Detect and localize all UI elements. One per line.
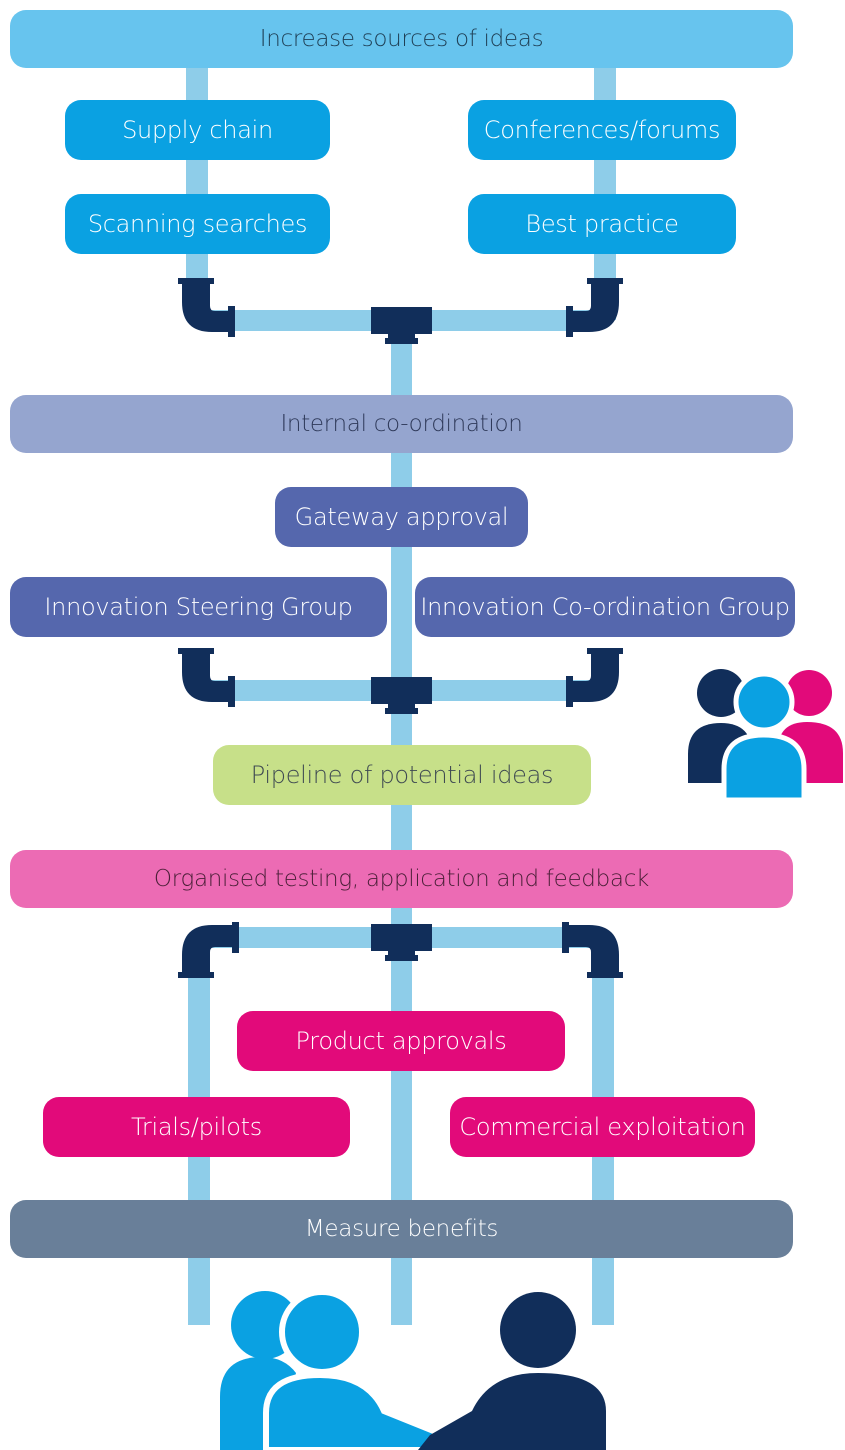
organised-testing-label: Organised testing, application and feedb…	[153, 866, 650, 892]
best-practice-label: Best practice	[525, 210, 679, 238]
tee-fitting	[371, 924, 432, 951]
elbow-fitting	[569, 650, 619, 702]
measure-benefits-bar: Measure benefits	[10, 1200, 793, 1258]
innovation-coordination-group-box: Innovation Co-ordination Group	[415, 577, 795, 637]
scanning-searches-label: Scanning searches	[87, 210, 308, 238]
measure-benefits-label: Measure benefits	[304, 1216, 499, 1242]
trials-pilots-box: Trials/pilots	[43, 1097, 350, 1157]
commercial-exploitation-label: Commercial exploitation	[459, 1113, 746, 1141]
scanning-searches-box: Scanning searches	[65, 194, 330, 254]
tee-fitting	[371, 307, 432, 334]
trials-pilots-label: Trials/pilots	[131, 1113, 262, 1141]
best-practice-box: Best practice	[468, 194, 736, 254]
elbow-fitting	[182, 650, 232, 702]
internal-coordination-label: Internal co-ordination	[280, 411, 523, 437]
pipeline-of-ideas-box: Pipeline of potential ideas	[213, 745, 591, 805]
sources-title-bar: Increase sources of ideas	[10, 10, 793, 68]
product-approvals-label: Product approvals	[295, 1027, 507, 1055]
elbow-fitting	[182, 280, 232, 332]
organised-testing-bar: Organised testing, application and feedb…	[10, 850, 793, 908]
supply-chain-box: Supply chain	[65, 100, 330, 160]
tee-fitting	[371, 677, 432, 704]
supply-chain-label: Supply chain	[122, 116, 273, 144]
elbow-fitting	[569, 280, 619, 332]
gateway-approval-label: Gateway approval	[294, 503, 509, 531]
internal-coordination-bar: Internal co-ordination	[10, 395, 793, 453]
gateway-approval-box: Gateway approval	[275, 487, 528, 547]
elbow-fitting	[182, 925, 235, 975]
group-people-icon	[688, 669, 843, 800]
commercial-exploitation-box: Commercial exploitation	[450, 1097, 755, 1157]
conferences-forums-box: Conferences/forums	[468, 100, 736, 160]
sources-title: Increase sources of ideas	[259, 26, 544, 52]
pipeline-of-ideas-label: Pipeline of potential ideas	[250, 761, 554, 789]
innovation-steering-group-box: Innovation Steering Group	[10, 577, 387, 637]
handshake-icon	[220, 1289, 606, 1450]
elbow-fitting	[566, 925, 619, 975]
innovation-steering-group-label: Innovation Steering Group	[44, 593, 353, 621]
conferences-forums-label: Conferences/forums	[483, 116, 721, 144]
innovation-coordination-group-label: Innovation Co-ordination Group	[420, 593, 790, 621]
product-approvals-box: Product approvals	[237, 1011, 565, 1071]
